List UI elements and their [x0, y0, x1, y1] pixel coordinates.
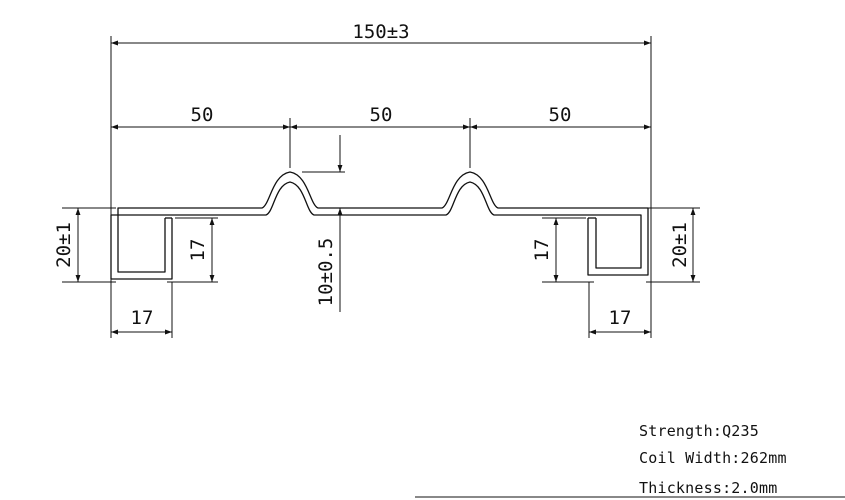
flange-left-label: 17 [131, 307, 154, 329]
lip-left-label: 17 [187, 239, 209, 262]
spec-strength: Strength:Q235 [639, 422, 759, 440]
dimension-lines [75, 40, 696, 335]
segment-middle-label: 50 [370, 104, 393, 126]
extension-lines [62, 36, 700, 338]
height-left-label: 20±1 [53, 222, 75, 268]
profile-inner-line [110, 181, 642, 280]
height-right-label: 20±1 [669, 222, 691, 268]
segment-left-label: 50 [191, 104, 214, 126]
profile-outline [110, 171, 649, 280]
overall-width-label: 150±3 [352, 21, 409, 43]
dimension-labels: 150±3 50 50 50 20±1 20±1 17 17 17 17 10±… [53, 21, 691, 329]
lip-right-label: 17 [531, 239, 553, 262]
segment-right-label: 50 [549, 104, 572, 126]
rib-depth-label: 10±0.5 [315, 238, 337, 307]
spec-thickness: Thickness:2.0mm [639, 479, 778, 497]
flange-right-label: 17 [609, 307, 632, 329]
profile-outer-line [117, 171, 649, 276]
spec-coil-width: Coil Width:262mm [639, 449, 787, 467]
